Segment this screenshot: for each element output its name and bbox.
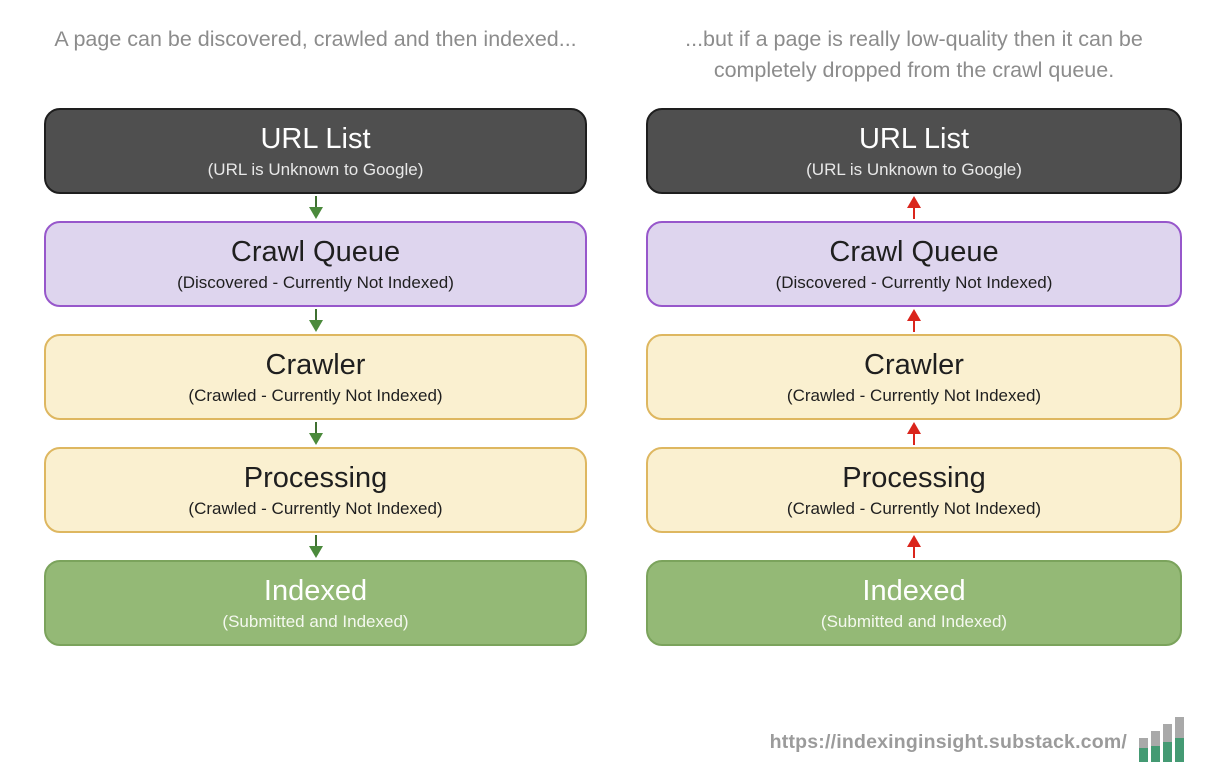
bar-chart-logo-icon [1139,716,1184,762]
box-subtitle: (URL is Unknown to Google) [207,159,424,179]
box-subtitle: (Crawled - Currently Not Indexed) [188,385,443,405]
arrow-head [907,309,921,321]
flow-box-crawl-queue: Crawl Queue (Discovered - Currently Not … [646,221,1182,307]
arrow-dash [314,422,317,433]
arrow-up-icon [646,307,1182,334]
arrow-head [308,546,323,558]
logo-bar [1151,731,1160,762]
box-title: Crawler [265,348,366,381]
flow-box-url-list: URL List (URL is Unknown to Google) [44,108,587,194]
arrow-down-icon [44,533,587,560]
flow-box-url-list: URL List (URL is Unknown to Google) [646,108,1182,194]
arrow-dash [913,434,915,445]
flow-box-crawl-queue: Crawl Queue (Discovered - Currently Not … [44,221,587,307]
arrow-head [308,207,323,219]
arrow-down-icon [44,194,587,221]
box-title: Processing [842,461,986,494]
arrow-head [907,535,921,547]
arrow-dash [913,547,915,558]
box-subtitle: (Crawled - Currently Not Indexed) [786,498,1042,518]
box-subtitle: (Submitted and Indexed) [820,611,1008,631]
arrow-dash [314,535,317,546]
arrow-up-icon [646,533,1182,560]
box-subtitle: (Discovered - Currently Not Indexed) [177,272,454,292]
arrow-dash [314,309,317,320]
box-title: URL List [260,122,371,155]
flow-right: ...but if a page is really low-quality t… [646,0,1182,646]
arrow-head [907,196,921,208]
box-title: URL List [858,122,970,155]
box-subtitle: (Discovered - Currently Not Indexed) [775,272,1053,292]
arrow-up-icon [646,420,1182,447]
left-heading: A page can be discovered, crawled and th… [54,27,577,51]
box-subtitle: (Crawled - Currently Not Indexed) [786,385,1042,405]
box-title: Crawler [864,348,964,381]
arrow-down-icon [44,420,587,447]
arrow-dash [913,208,915,219]
flow-box-processing: Processing (Crawled - Currently Not Inde… [44,447,587,533]
arrow-head [308,433,323,445]
box-title: Indexed [862,574,966,607]
box-subtitle: (Submitted and Indexed) [222,611,409,631]
arrow-dash [314,196,317,207]
flow-left: A page can be discovered, crawled and th… [44,0,587,646]
arrow-down-icon [44,307,587,334]
logo-bar [1163,724,1172,762]
arrow-head [907,422,921,434]
flow-box-crawler: Crawler (Crawled - Currently Not Indexed… [646,334,1182,420]
box-title: Crawl Queue [829,235,999,268]
box-title: Indexed [263,574,368,607]
box-title: Crawl Queue [230,235,401,268]
logo-bar [1175,717,1184,762]
box-subtitle: (URL is Unknown to Google) [806,159,1022,179]
flow-box-processing: Processing (Crawled - Currently Not Inde… [646,447,1182,533]
footer-url: https://indexinginsight.substack.com/ [769,731,1127,753]
box-title: Processing [243,461,388,494]
logo-bar [1139,738,1148,762]
arrow-dash [913,321,915,332]
flow-box-indexed: Indexed (Submitted and Indexed) [646,560,1182,646]
right-heading: ...but if a page is really low-quality t… [685,27,1143,82]
box-subtitle: (Crawled - Currently Not Indexed) [188,498,443,518]
footer: https://indexinginsight.substack.com/ [770,716,1184,762]
flow-box-indexed: Indexed (Submitted and Indexed) [44,560,587,646]
arrow-head [308,320,323,332]
arrow-up-icon [646,194,1182,221]
flow-box-crawler: Crawler (Crawled - Currently Not Indexed… [44,334,587,420]
